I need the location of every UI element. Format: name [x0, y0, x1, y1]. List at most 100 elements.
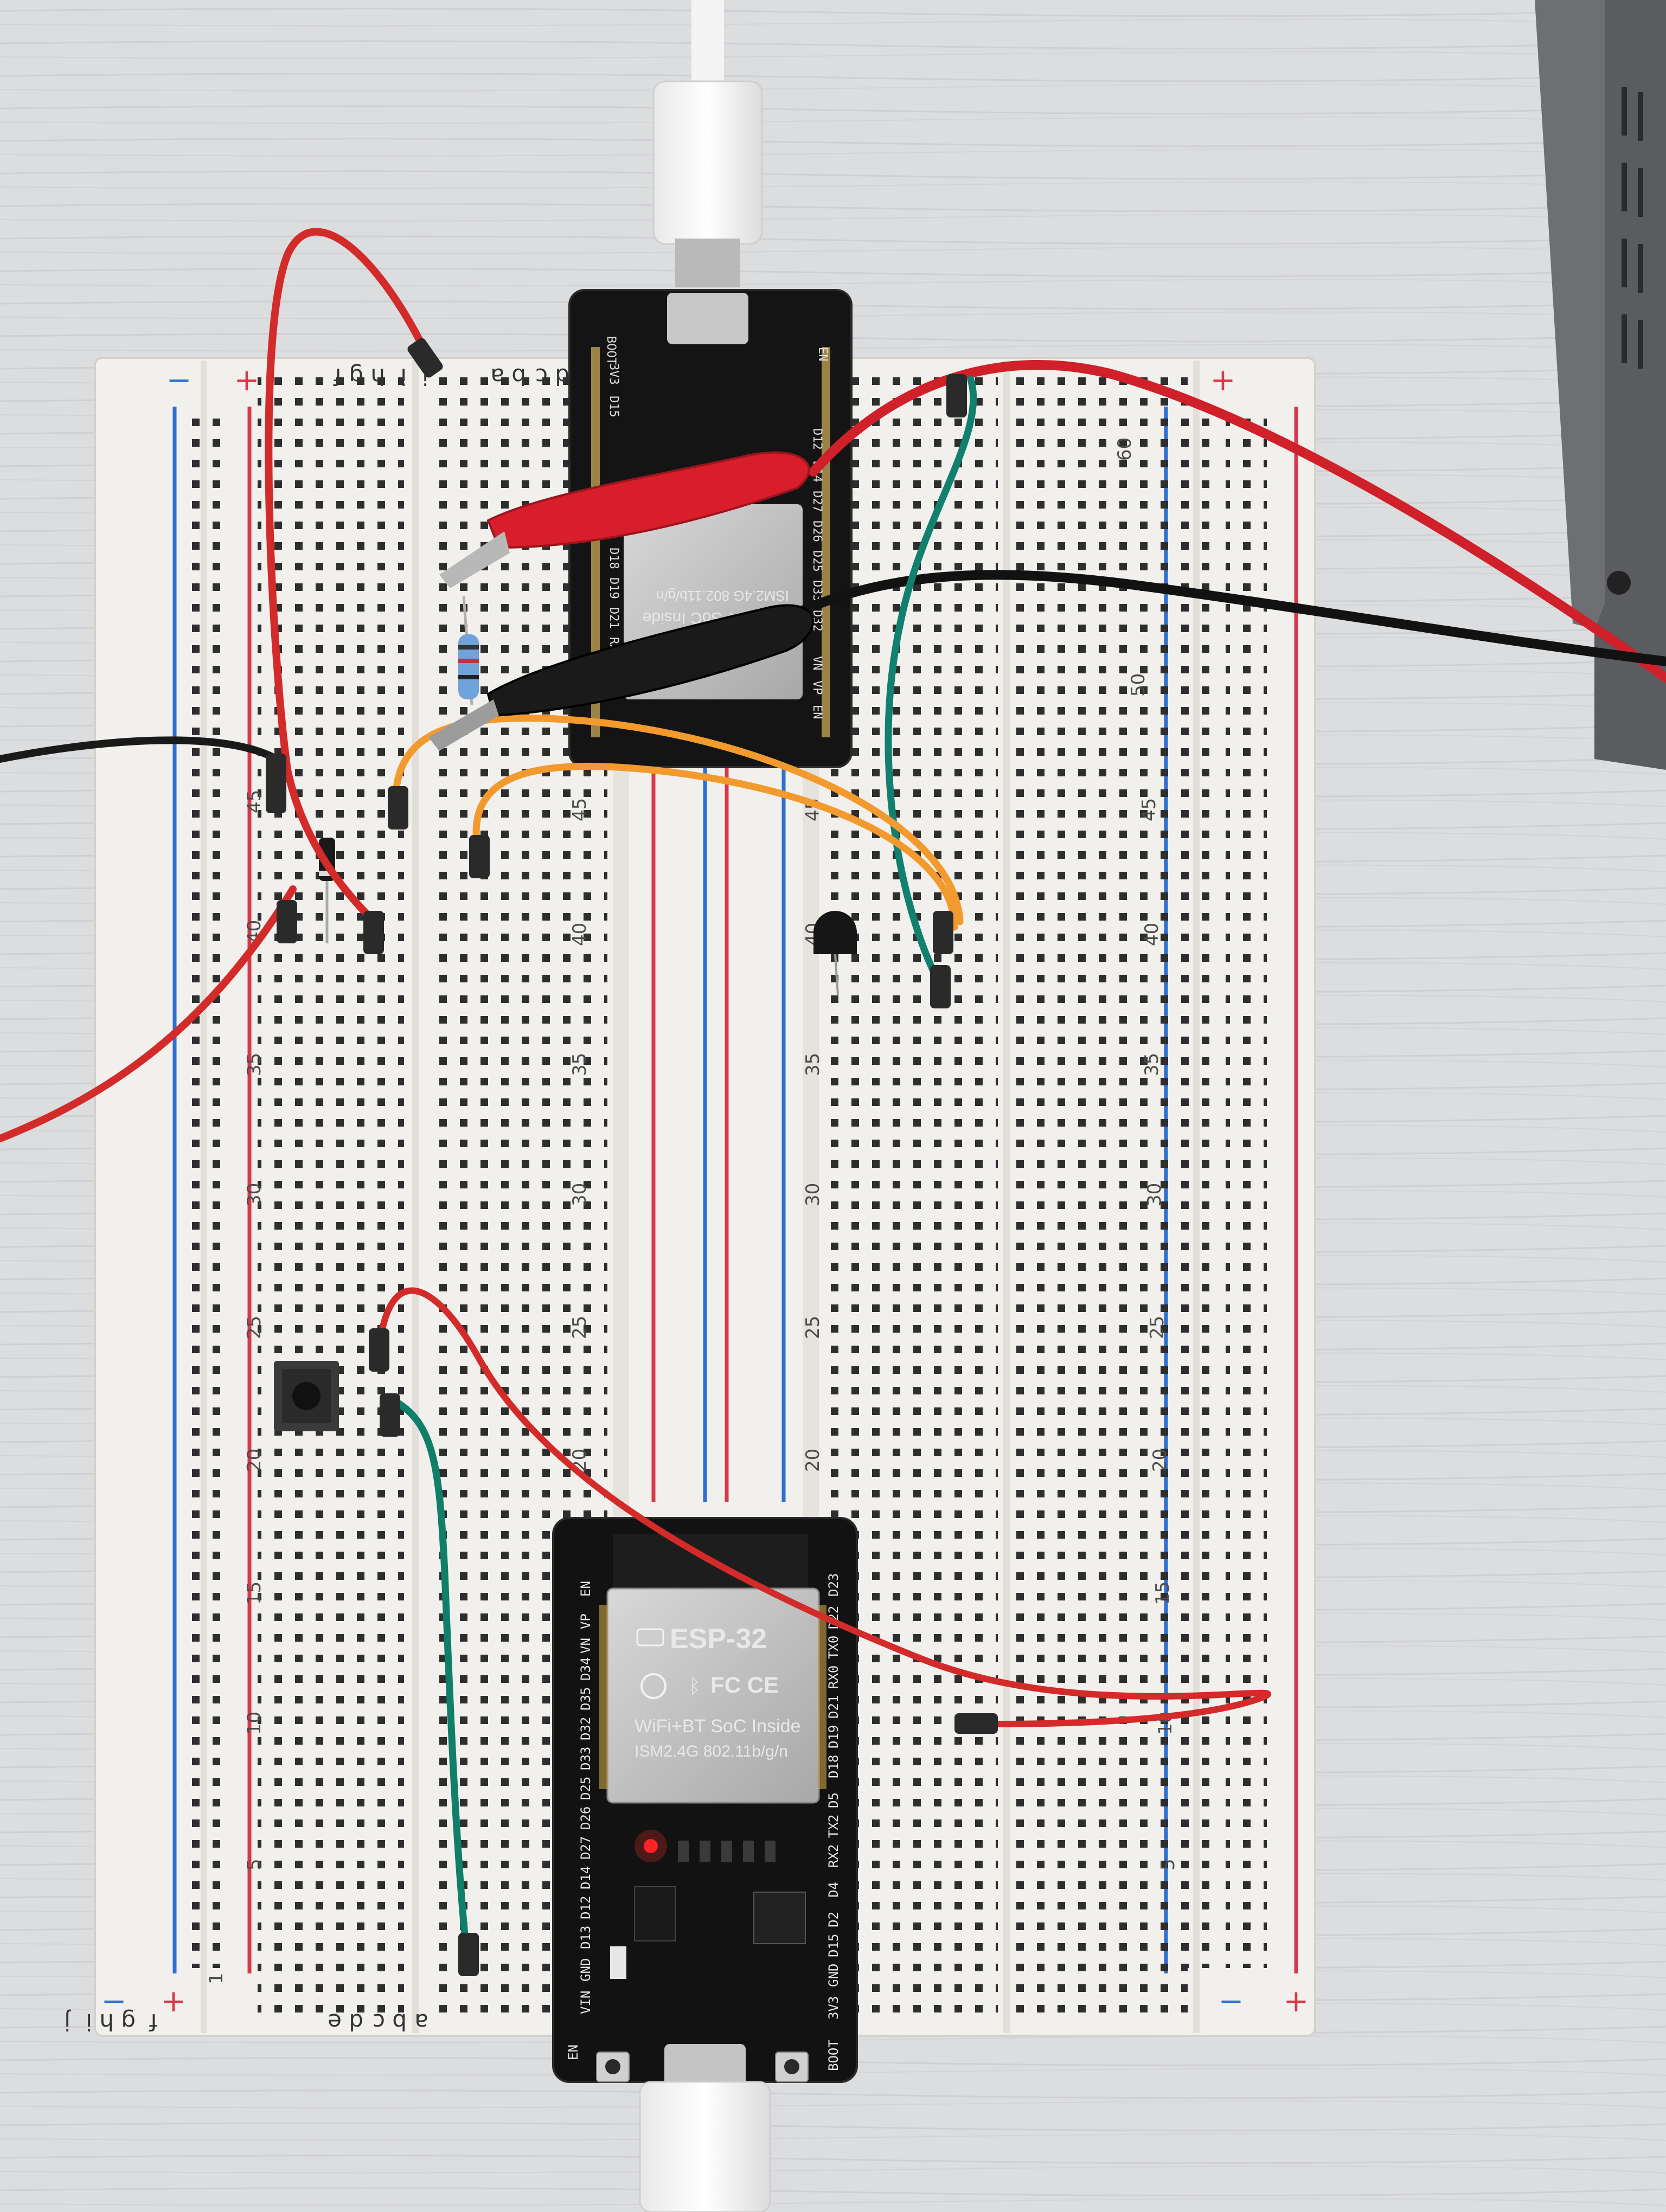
- col-letter: j: [64, 2009, 71, 2035]
- pin-label: D33: [578, 1747, 593, 1770]
- col-letter: d: [349, 2009, 363, 2035]
- pin-label: D25: [578, 1777, 593, 1800]
- pin-label: TX0: [826, 1636, 841, 1659]
- row-number: 45: [244, 790, 265, 813]
- boot-label: BOOT: [826, 2040, 841, 2071]
- col-letter: f: [333, 363, 342, 390]
- rail-plus-top-left: +: [234, 363, 260, 398]
- pin-label: TX2: [826, 1815, 841, 1838]
- pin-label: 3V3: [826, 1996, 841, 2020]
- en-label: EN: [566, 2044, 581, 2060]
- pin-label: D5: [826, 1792, 841, 1808]
- black-lead-left: [0, 736, 280, 763]
- red-power-lead: [809, 359, 1666, 683]
- col-letter: e: [328, 2009, 342, 2035]
- row-number: 30: [244, 1183, 265, 1206]
- pin-label: D34: [578, 1657, 593, 1681]
- col-letter: b: [511, 363, 526, 390]
- jumper-tips: [266, 338, 998, 1976]
- col-letter: i: [86, 2009, 92, 2035]
- wifi-logo-icon: [636, 1628, 664, 1647]
- usb-c-cable-top: [652, 80, 763, 245]
- green-jumper-wire: [885, 376, 977, 985]
- row-number: 1: [206, 1972, 227, 1984]
- pin-label: D35: [578, 1687, 593, 1711]
- rail-plus-bottom-right: +: [1284, 1984, 1309, 2019]
- column-letters-bottom: a b c d e f g h i j: [64, 2009, 428, 2035]
- col-letter: a: [414, 2009, 428, 2035]
- black-power-lead: [771, 570, 1666, 666]
- pin-label: D15: [826, 1934, 841, 1957]
- pin-label: GND: [578, 1958, 593, 1982]
- pin-label: 3V3: [607, 363, 620, 385]
- red-alligator-clip: [486, 451, 810, 549]
- col-letter: d: [555, 363, 569, 390]
- power-led: [644, 1839, 658, 1853]
- row-number: 60: [1114, 438, 1136, 461]
- row-number: 25: [802, 1316, 824, 1339]
- col-letter: c: [373, 2009, 385, 2035]
- pin-label: D27: [810, 491, 824, 512]
- orange-jumper-wire-1: [392, 715, 964, 925]
- resistor: [458, 596, 479, 705]
- pin-label: D18: [607, 548, 620, 569]
- red-signal-wire: [376, 1287, 1271, 1727]
- row-number: 25: [569, 1316, 591, 1339]
- row-number: 10: [244, 1712, 265, 1735]
- col-letter: b: [392, 2009, 407, 2035]
- black-clip-jaw: [428, 699, 499, 751]
- bluetooth-icon: ᛒ: [689, 1675, 701, 1697]
- col-letter: g: [349, 363, 363, 390]
- row-number: 45: [1138, 798, 1160, 821]
- pin-label: RX0: [826, 1666, 841, 1689]
- orange-jumper-wire-2: [472, 763, 958, 931]
- row-number: 35: [244, 1053, 265, 1076]
- pin-label: VN: [810, 656, 824, 671]
- rail-minus-bottom-right: −: [1219, 1984, 1244, 2019]
- transistor: [813, 911, 857, 995]
- row-number: 20: [244, 1449, 265, 1472]
- row-number: 25: [244, 1316, 265, 1339]
- pin-label: D23: [826, 1573, 841, 1597]
- boot-label: BOOT: [604, 336, 618, 365]
- pin-label: D25: [810, 550, 824, 572]
- tactile-pushbutton[interactable]: [274, 1361, 339, 1431]
- row-number: 35: [1141, 1053, 1163, 1076]
- pin-label: VIN: [578, 1991, 593, 2014]
- pin-label: D12: [810, 428, 824, 450]
- voltage-regulator: [634, 1886, 676, 1941]
- pin-label: D21: [826, 1695, 841, 1719]
- red-jumper-wire: [265, 228, 427, 925]
- row-number: 30: [1144, 1183, 1165, 1206]
- en-label: EN: [816, 347, 829, 362]
- certification-mark-icon: [640, 1673, 667, 1699]
- module-text: ISM2.4G 802.11b/g/n: [635, 1742, 788, 1760]
- row-number: 35: [569, 1053, 591, 1076]
- red-lead-left: [0, 885, 297, 1142]
- usb-serial-chip: [753, 1892, 806, 1944]
- row-number: 20: [802, 1449, 824, 1472]
- red-clip-jaw: [439, 531, 510, 588]
- alligator-clips: [428, 451, 815, 751]
- module-text: WiFi+BT SoC Inside: [635, 1716, 800, 1737]
- rail-minus-bottom-left: −: [101, 1984, 127, 2019]
- pin-label: VP: [578, 1613, 593, 1629]
- pin-label: D21: [607, 607, 620, 629]
- row-number: 30: [802, 1183, 824, 1206]
- pin-label: D4: [826, 1882, 841, 1898]
- pin-label: VN: [578, 1638, 593, 1654]
- pin-label: D27: [578, 1836, 593, 1860]
- rail-markers: − + − + + − +: [101, 363, 1309, 2019]
- pin-label: D13: [578, 1926, 593, 1949]
- pin-label: D32: [578, 1717, 593, 1740]
- row-number: 15: [1152, 1581, 1174, 1605]
- usb-port-bottom: [664, 2044, 746, 2093]
- col-letter: c: [535, 363, 548, 390]
- green-signal-wire: [387, 1395, 470, 1956]
- col-letter: h: [370, 363, 385, 390]
- rail-plus-top-right: +: [1210, 363, 1236, 398]
- row-number: 5: [1157, 1859, 1179, 1870]
- pin-label: D14: [578, 1866, 593, 1889]
- row-number: 45: [569, 798, 591, 821]
